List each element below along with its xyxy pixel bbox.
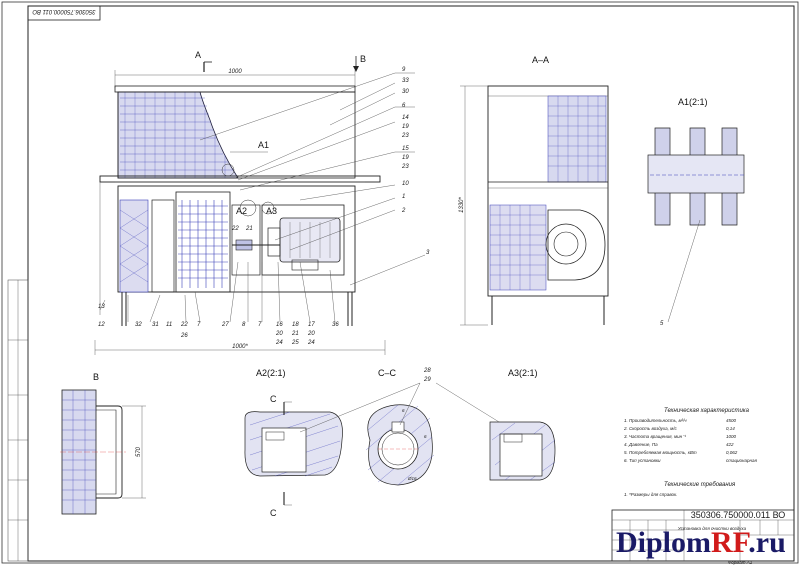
detail-a2-marker-c-bottom: С xyxy=(270,508,277,518)
callout-right-7: 15 xyxy=(402,146,409,152)
callout-bottom-0: 13 xyxy=(98,304,105,310)
callout-a3: А3 xyxy=(266,206,277,216)
callout-mid-1: 21 xyxy=(245,226,253,232)
section-cc-dim-dia: Ø16 xyxy=(407,476,417,481)
callout-bottom-r2-2: 21 xyxy=(291,331,299,337)
tech-char-row-0-value: 4500 xyxy=(726,418,737,423)
tech-characteristics: Техническая характеристика 1. Производит… xyxy=(623,408,757,497)
watermark-part2: RF xyxy=(711,526,750,559)
section-cc-title: С–С xyxy=(378,368,397,378)
main-dim-bottom: 1000* xyxy=(232,344,248,350)
stamp-doc-code: 350306.750000.011 ВО xyxy=(691,510,786,520)
callout-right-11: 1 xyxy=(402,194,405,200)
detail-a1-title: А1(2:1) xyxy=(678,97,708,107)
doc-code-top: 350306.750000.011 ВО xyxy=(32,8,95,14)
detail-a1-part: 5 xyxy=(660,321,664,327)
view-b-title: В xyxy=(93,372,99,382)
callout-right-9: 23 xyxy=(401,164,409,170)
tech-req-row-0: 1. *Размеры для справок. xyxy=(624,492,677,497)
detail-a1-view: А1(2:1) 5 xyxy=(647,97,745,327)
stamp-title: Установка для очистки воздуха xyxy=(678,526,747,531)
callout-bottom-1: 12 xyxy=(98,322,105,328)
callout-a2: А2 xyxy=(236,206,247,216)
tech-req-title: Технические требования xyxy=(664,482,736,488)
callout-cc-29: 29 xyxy=(423,377,431,383)
callout-right-10: 10 xyxy=(402,181,409,187)
callout-right-3: 6 xyxy=(402,103,406,109)
tech-char-title: Техническая характеристика xyxy=(664,408,750,414)
callout-bottom-7: 27 xyxy=(221,322,229,328)
callout-right-6: 23 xyxy=(401,133,409,139)
callout-right-2: 30 xyxy=(402,89,409,95)
tech-char-row-3-label: 4. Давление, Па xyxy=(624,442,658,447)
detail-a3-view: А3(2:1) xyxy=(489,368,556,481)
callout-bottom-3: 31 xyxy=(152,322,159,328)
svg-text:DiplomRF.ru: DiplomRF.ru xyxy=(616,526,786,559)
callout-bottom-9: 7 xyxy=(258,322,262,328)
callout-bottom-8: 8 xyxy=(242,322,246,328)
section-cc-dim-top: 6 xyxy=(402,408,405,413)
watermark-part1: Diplom xyxy=(616,526,711,559)
right-callouts: 9 33 30 6 14 19 23 15 19 23 10 1 2 3 xyxy=(401,67,430,256)
callout-a1: А1 xyxy=(258,140,269,150)
section-cc-view: С–С 6 6 Ø16 28 29 xyxy=(299,368,513,486)
callout-right-12: 2 xyxy=(401,208,406,214)
section-aa-title: А–А xyxy=(532,55,549,65)
callout-bottom-r3-1: 25 xyxy=(291,340,299,346)
tech-char-row-2-value: 1000 xyxy=(726,434,737,439)
callout-bottom-10: 16 xyxy=(276,322,283,328)
callout-bottom-6: 7 xyxy=(197,322,201,328)
main-view: 1000 А В xyxy=(94,50,430,355)
callout-bottom-r2-0: 26 xyxy=(180,333,188,339)
callout-bottom-r3-0: 24 xyxy=(275,340,283,346)
callout-bottom-r2-3: 20 xyxy=(307,331,315,337)
section-cc-dim-side: 6 xyxy=(424,434,427,439)
callout-right-1: 33 xyxy=(402,78,409,84)
callout-right-8: 19 xyxy=(402,155,409,161)
callout-bottom-r3-2: 24 xyxy=(307,340,315,346)
tech-char-row-4-value: 0,062 xyxy=(726,450,738,455)
tech-char-row-5-value: стационарная xyxy=(726,458,757,463)
view-b-dim: 570 xyxy=(136,446,142,457)
doc-code-top-box: 350306.750000.011 ВО xyxy=(27,5,101,21)
callout-bottom-13: 36 xyxy=(332,322,339,328)
watermark-logo: DiplomRF.ru xyxy=(616,526,786,559)
section-aa-view: А–А xyxy=(459,55,609,326)
tech-char-row-1-value: 0,14 xyxy=(726,426,735,431)
main-dim-top: 1000 xyxy=(228,69,242,75)
detail-a2-title: А2(2:1) xyxy=(256,368,286,378)
view-marker-b: В xyxy=(360,54,366,64)
detail-a2-view: А2(2:1) С С xyxy=(244,368,343,518)
detail-a3-title: А3(2:1) xyxy=(508,368,538,378)
view-b: В 570 xyxy=(60,372,146,515)
detail-a2-marker-c-top: С xyxy=(270,394,277,404)
callout-bottom-11: 18 xyxy=(292,322,299,328)
watermark-part3: .ru xyxy=(748,526,786,559)
callout-right-4: 14 xyxy=(402,115,409,121)
callout-right-0: 9 xyxy=(402,67,406,73)
tech-char-row-2-label: 3. Частота вращения, мин⁻¹ xyxy=(624,434,686,439)
main-dim-right: 1330* xyxy=(459,196,465,212)
tech-char-row-3-value: 422 xyxy=(726,442,734,447)
callout-bottom-r2-1: 20 xyxy=(275,331,283,337)
callout-bottom-5: 22 xyxy=(180,322,188,328)
tech-char-row-5-label: 6. Тип установки xyxy=(624,458,661,463)
section-marker-a: А xyxy=(195,50,201,60)
title-block: 350306.750000.011 ВО Установка для очист… xyxy=(611,509,795,565)
callout-mid-0: 22 xyxy=(231,226,239,232)
callout-right-13: 3 xyxy=(426,250,430,256)
callout-right-5: 19 xyxy=(402,124,409,130)
tech-char-row-4-label: 5. Потребляемая мощность, кВт xyxy=(624,450,697,455)
callout-cc-28: 28 xyxy=(423,368,431,374)
stamp-format: Формат А1 xyxy=(728,560,753,565)
callout-bottom-2: 32 xyxy=(135,322,142,328)
callout-bottom-4: 11 xyxy=(166,322,172,328)
bottom-callouts: 13 12 32 31 11 22 7 27 8 7 16 18 17 36 2… xyxy=(98,304,339,346)
tech-char-row-1-label: 2. Скорость воздуха, м/с xyxy=(623,426,677,431)
tech-char-row-0-label: 1. Производительность, м³/ч xyxy=(624,418,687,423)
callout-bottom-12: 17 xyxy=(308,322,315,328)
